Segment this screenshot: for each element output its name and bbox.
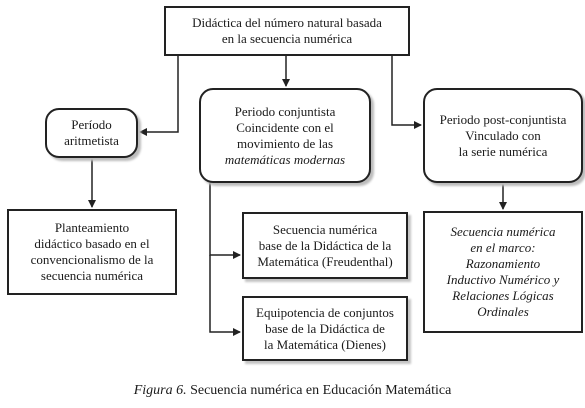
marco-line-2: en el marco: [470, 240, 536, 255]
root-box-didactica: Didáctica del número natural basada en l… [164, 6, 410, 56]
figure-label: Figura 6. [133, 383, 187, 398]
aritmetista-line-1: Período [71, 117, 112, 132]
box-planteamiento: Planteamiento didáctico basado en el con… [7, 209, 177, 295]
dienes-line-3: la Matemática (Dienes) [264, 336, 386, 352]
planteamiento-line-3: convencionalismo de la [30, 252, 154, 267]
arrow-top-to-aritmetista [139, 56, 179, 136]
planteamiento-line-1: Planteamiento [54, 220, 130, 235]
marco-line-4: Inductivo Numérico y [446, 272, 560, 287]
conjuntista-line-2: Coincidente con el [236, 119, 334, 135]
box-dienes: Equipotencia de conjuntos base de la Did… [242, 296, 408, 361]
arrow-conjuntista-to-dienes [209, 255, 241, 336]
marco-line-3: Razonamiento [465, 256, 541, 271]
root-box-line-2: en la secuencia numérica [221, 31, 353, 46]
marco-line-5: Relaciones Lógicas [452, 288, 554, 303]
box-freudenthal: Secuencia numérica base de la Didáctica … [242, 212, 408, 279]
box-periodo-aritmetista: Período aritmetista [45, 108, 138, 158]
figure-caption-text: Secuencia numérica en Educación Matemáti… [186, 383, 452, 398]
conjuntista-line-4: matemáticas modernas [224, 151, 346, 167]
freudenthal-line-2: base de la Didáctica de la [258, 237, 392, 253]
arrow-top-to-post-conjuntista [391, 56, 422, 129]
planteamiento-line-2: didáctico basado en el [34, 236, 150, 251]
dienes-line-2: base de la Didáctica de [265, 320, 385, 336]
box-marco-razonamiento: Secuencia numérica en el marco: Razonami… [423, 211, 583, 333]
conjuntista-line-3: movimiento de las [236, 135, 334, 151]
post-conjuntista-line-1: Periodo post-conjuntista [439, 111, 567, 127]
box-periodo-conjuntista: Periodo conjuntista Coincidente con el m… [199, 88, 371, 183]
figure-caption: Figura 6. Secuencia numérica en Educació… [0, 383, 585, 399]
freudenthal-line-1: Secuencia numérica [272, 221, 378, 237]
dienes-line-1: Equipotencia de conjuntos [256, 304, 394, 320]
marco-line-1: Secuencia numérica [450, 224, 556, 239]
arrow-conjuntista-to-freudenthal [209, 183, 241, 259]
root-box-line-1: Didáctica del número natural basada [192, 15, 382, 30]
planteamiento-line-4: secuencia numérica [40, 268, 144, 283]
box-periodo-post-conjuntista: Periodo post-conjuntista Vinculado con l… [423, 88, 583, 183]
post-conjuntista-line-3: la serie numérica [458, 143, 548, 159]
post-conjuntista-line-2: Vinculado con [465, 127, 541, 143]
conjuntista-line-1: Periodo conjuntista [234, 103, 336, 119]
freudenthal-line-3: Matemática (Freudenthal) [257, 253, 393, 269]
aritmetista-line-2: aritmetista [64, 133, 119, 148]
marco-line-6: Ordinales [477, 304, 529, 319]
